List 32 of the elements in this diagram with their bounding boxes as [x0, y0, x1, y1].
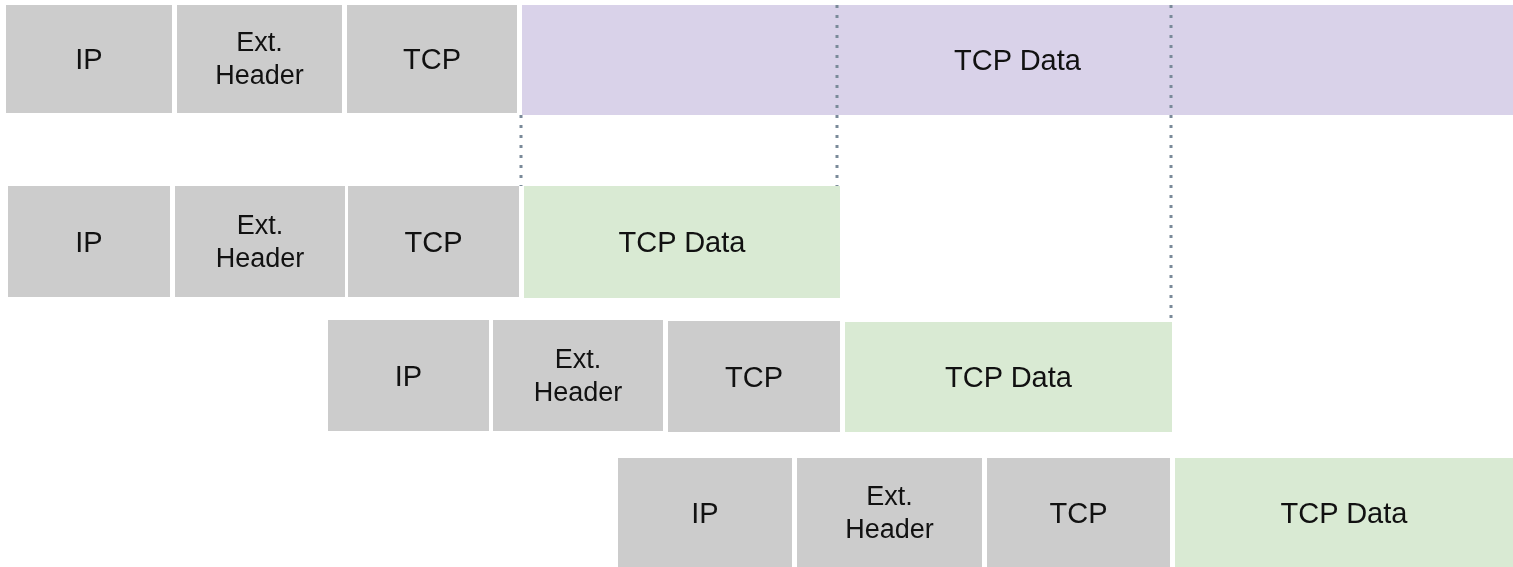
box-label: TCP	[1049, 495, 1108, 530]
box-label: TCP Data	[945, 360, 1072, 394]
header-box	[348, 186, 519, 297]
box-label: Ext. Header	[214, 208, 306, 275]
box-label: TCP Data	[954, 43, 1081, 77]
header-box	[347, 5, 517, 113]
box-label: TCP Data	[618, 225, 746, 259]
box-label: TCP Data	[1280, 495, 1408, 530]
box-label: TCP	[403, 42, 461, 76]
data-box	[1175, 458, 1513, 567]
header-box	[493, 320, 663, 431]
header-box	[797, 458, 982, 567]
header-box	[6, 5, 172, 113]
box-label: TCP	[725, 359, 783, 394]
header-box	[987, 458, 1170, 567]
header-box	[668, 321, 840, 432]
box-label: IP	[75, 224, 103, 259]
header-box	[328, 320, 489, 431]
box-label: TCP	[404, 224, 463, 259]
box-label: Ext. Header	[532, 342, 624, 409]
header-box	[175, 186, 345, 297]
box-label: IP	[75, 42, 103, 76]
box-label: Ext. Header	[844, 479, 935, 546]
box-label: IP	[394, 358, 423, 393]
header-box	[177, 5, 342, 113]
data-box	[524, 186, 840, 298]
header-box	[8, 186, 170, 297]
data-box	[522, 5, 1513, 115]
box-label: Ext. Header	[214, 26, 305, 92]
box-label: IP	[691, 495, 719, 530]
header-box	[618, 458, 792, 567]
data-box	[845, 322, 1172, 432]
